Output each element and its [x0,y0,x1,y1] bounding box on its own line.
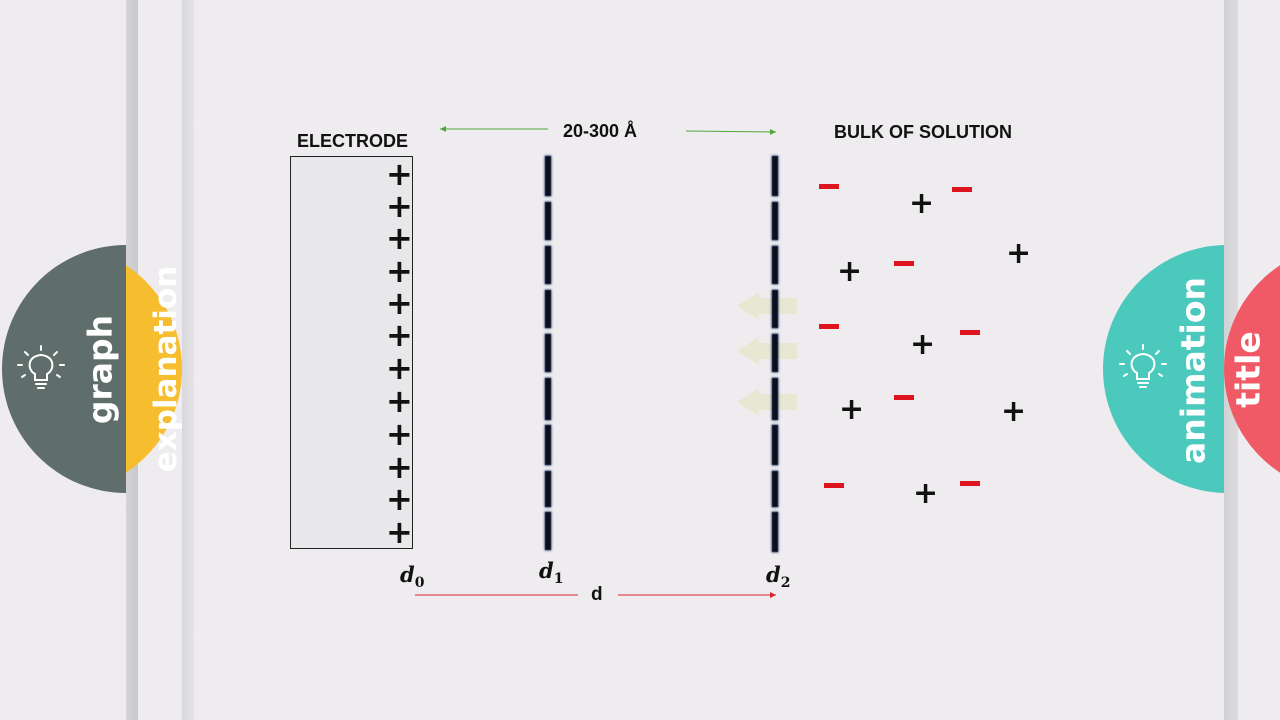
electrode-plus-charge: + [386,513,413,551]
plane-segment [771,245,779,285]
plane-segment [771,470,779,508]
electrode-plus-charge: + [386,349,413,387]
cation-plus: + [1001,394,1027,429]
ghost-arrows [737,292,797,416]
plane-label-d0: d0 [400,562,425,592]
plane-segment [544,245,552,285]
anion-minus [819,184,839,189]
plane-segment [771,289,779,329]
plane-segment [544,289,552,329]
left-stripe-inner [182,0,194,720]
plane-segment [544,333,552,373]
plane-segment [544,511,552,551]
animation-tab-label: animation [1173,277,1213,464]
plane-segment [544,155,552,197]
electrode-plus-charge: + [386,316,413,354]
inner-helmholtz-plane [544,155,552,551]
anion-minus [894,261,914,266]
plane-segment [544,377,552,421]
plane-segment [544,201,552,241]
cation-plus: + [1006,236,1032,271]
lightbulb-icon [17,345,65,389]
plane-segment [771,155,779,197]
distance-label: d [591,584,603,605]
plane-segment [771,333,779,373]
anion-minus [819,324,839,329]
animation-tab[interactable]: animation [1103,245,1224,493]
graph-tab[interactable]: graph [0,245,126,493]
cation-plus: + [909,186,935,221]
graph-tab-label: graph [80,314,120,425]
electrode-block [290,156,413,549]
title-tab-label: title [1228,331,1268,408]
electrode-plus-charge: + [386,415,413,453]
electrode-plus-charge: + [386,448,413,486]
plane-segment [544,470,552,508]
explanation-tab-label: explanation [148,265,182,473]
plane-segment [771,201,779,241]
electrode-plus-charge: + [386,382,413,420]
thickness-arrow-right [685,128,777,135]
plane-segment [771,377,779,421]
explanation-tab[interactable]: explanation [126,245,182,493]
electrode-plus-charge: + [386,284,413,322]
title-tab[interactable]: title [1224,245,1280,493]
electrode-label: ELECTRODE [297,131,409,151]
plane-segment [771,511,779,553]
plane-segment [771,424,779,466]
cation-plus: + [839,392,865,427]
electrode-plus-charge: + [386,480,413,518]
plane-label-d1: d1 [539,558,564,588]
plane-segment [544,424,552,466]
bulk-solution-label: BULK OF SOLUTION [834,122,1012,142]
electrode-plus-charge: + [386,219,413,257]
outer-helmholtz-plane [771,155,779,553]
anion-minus [952,187,972,192]
electrode-plus-charge: + [386,155,413,193]
cation-plus: + [913,476,939,511]
anion-minus [960,481,980,486]
thickness-label: 20-300 Å [563,121,638,141]
cation-plus: + [837,254,863,289]
cation-plus: + [910,327,936,362]
plane-label-d2: d2 [766,562,791,592]
electrode-plus-charge: + [386,252,413,290]
electrode-plus-charge: + [386,187,413,225]
anion-minus [960,330,980,335]
anion-minus [894,395,914,400]
lightbulb-icon-right [1119,344,1167,388]
anion-minus [824,483,844,488]
